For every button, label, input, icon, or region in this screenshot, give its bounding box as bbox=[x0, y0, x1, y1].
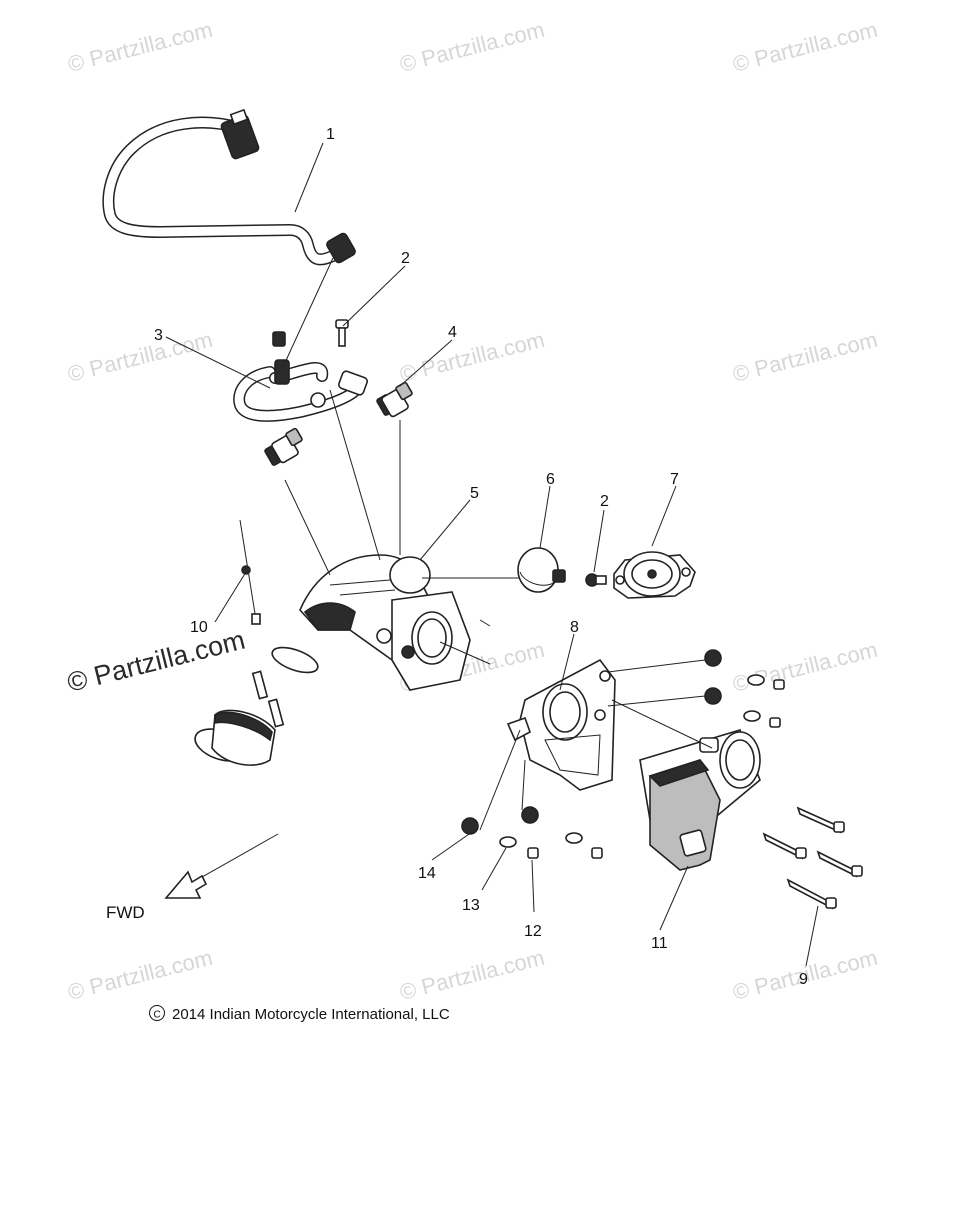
callout-13: 13 bbox=[462, 897, 480, 914]
part-hose-clamp bbox=[517, 547, 566, 593]
watermark: © Partzilla.com bbox=[65, 327, 215, 387]
part-hardware bbox=[461, 649, 863, 910]
part-intake-manifold bbox=[299, 554, 471, 691]
watermark: © Partzilla.com bbox=[397, 17, 547, 77]
callout-11: 11 bbox=[651, 935, 668, 952]
copyright-icon-glyph: C bbox=[154, 1010, 161, 1021]
callout-10: 10 bbox=[190, 619, 208, 636]
part-injector bbox=[264, 381, 413, 466]
watermark: © Partzilla.com bbox=[730, 637, 880, 697]
callout-labels: 1 2 3 4 5 6 2 7 8 10 14 13 12 11 9 bbox=[154, 126, 808, 988]
watermark-layer: © Partzilla.com © Partzilla.com © Partzi… bbox=[64, 17, 880, 1005]
callout-5: 5 bbox=[470, 485, 479, 502]
part-iac bbox=[613, 551, 696, 599]
watermark: © Partzilla.com bbox=[730, 327, 880, 387]
part-bolt bbox=[335, 319, 607, 587]
part-fuel-rail bbox=[233, 331, 368, 422]
callout-9: 9 bbox=[799, 971, 808, 988]
part-sensor bbox=[239, 519, 261, 625]
copyright-icon bbox=[149, 1005, 165, 1021]
watermark: © Partzilla.com bbox=[397, 945, 547, 1005]
part-adapter-plate bbox=[506, 658, 616, 791]
watermark-feature: © Partzilla.com bbox=[64, 625, 248, 698]
fwd-label: FWD bbox=[106, 903, 145, 922]
callout-4: 4 bbox=[448, 324, 457, 341]
callout-14: 14 bbox=[418, 865, 436, 882]
callout-1: 1 bbox=[326, 126, 335, 143]
fwd-arrow bbox=[164, 833, 279, 899]
copyright-text: 2014 Indian Motorcycle International, LL… bbox=[172, 1006, 450, 1023]
watermark: © Partzilla.com bbox=[65, 945, 215, 1005]
part-throttle-body bbox=[639, 729, 761, 871]
watermark: © Partzilla.com bbox=[397, 327, 547, 387]
part-fuel-hose bbox=[102, 108, 356, 266]
callout-6: 6 bbox=[546, 471, 555, 488]
watermark: © Partzilla.com bbox=[730, 17, 880, 77]
leader-lines bbox=[165, 142, 819, 967]
callout-7: 7 bbox=[670, 471, 679, 488]
callout-12: 12 bbox=[524, 923, 542, 940]
callout-3: 3 bbox=[154, 327, 163, 344]
part-clamp bbox=[194, 645, 415, 766]
callout-2: 2 bbox=[401, 250, 410, 267]
callout-8: 8 bbox=[570, 619, 579, 636]
copyright: C 2014 Indian Motorcycle International, … bbox=[149, 1005, 450, 1023]
watermark: © Partzilla.com bbox=[65, 17, 215, 77]
callout-2b: 2 bbox=[600, 493, 609, 510]
